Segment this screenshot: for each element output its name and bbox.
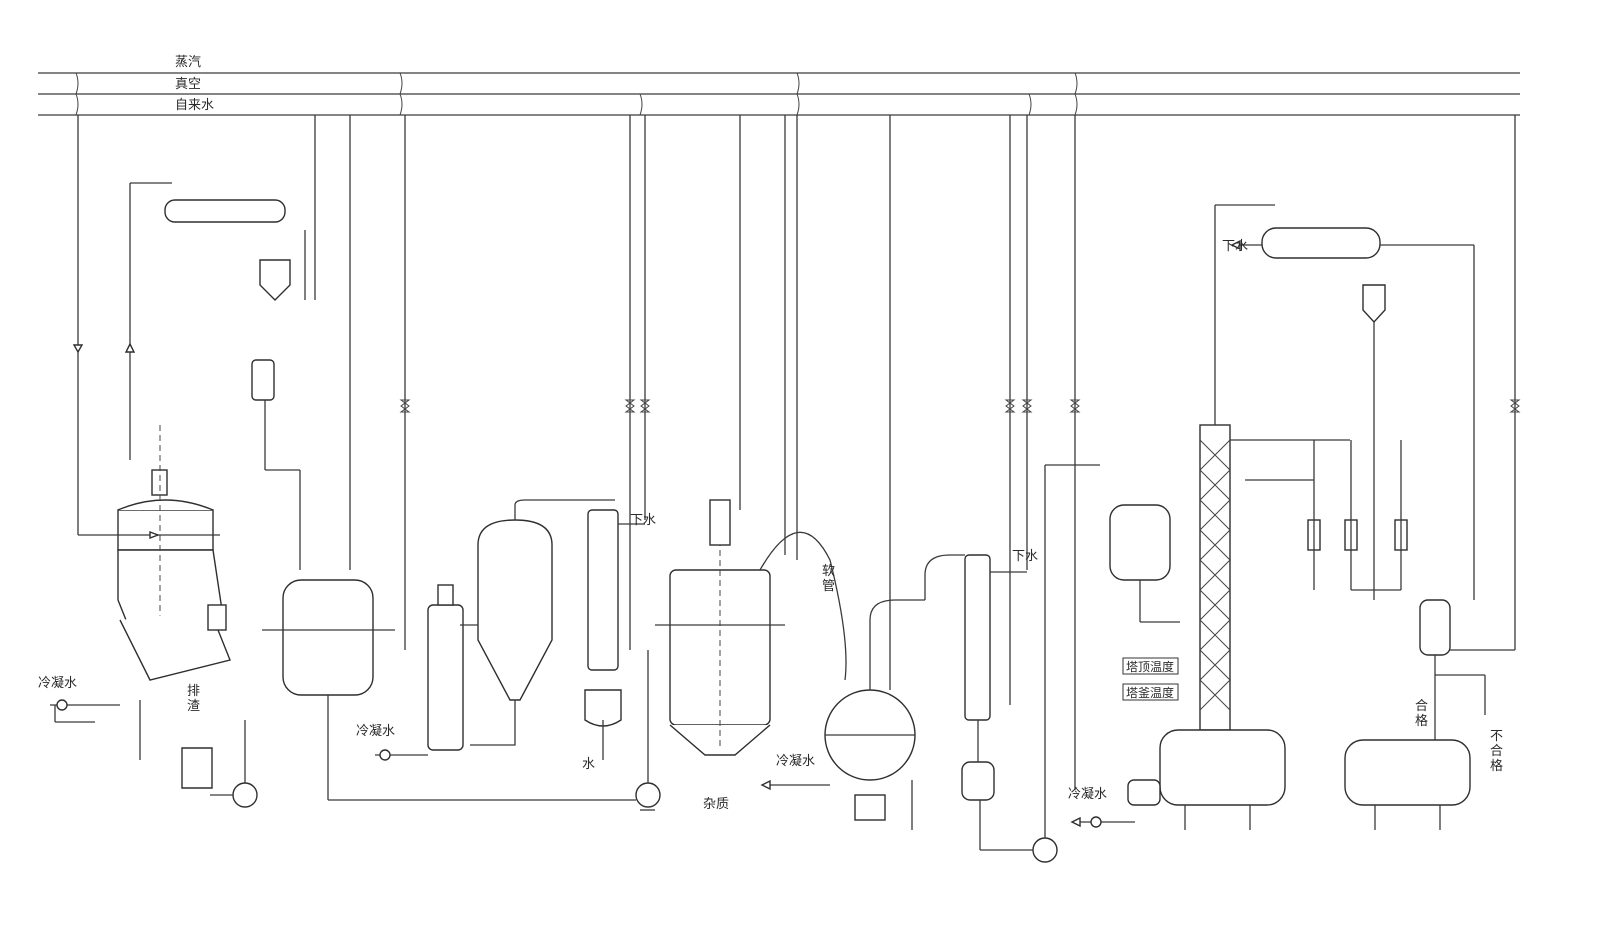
impurities-label: 杂质	[703, 797, 729, 812]
cooling-water-inlet-2	[375, 749, 428, 761]
collector-vessel	[139, 700, 213, 789]
cooling-water-outlet-4	[1070, 816, 1135, 828]
pump-1	[210, 720, 258, 808]
kettle-temp-box	[1122, 683, 1179, 701]
cooling-water-label-2: 冷凝水	[356, 723, 395, 739]
cooling-water-label-3: 冷凝水	[776, 753, 815, 769]
flowmeters	[1245, 440, 1408, 591]
qualified-label: 合格	[1415, 699, 1428, 729]
mixing-tank	[655, 499, 847, 756]
storage-tank-1	[262, 579, 445, 801]
spherical-concentrator	[824, 599, 925, 830]
steam-line-label: 蒸汽	[175, 55, 201, 70]
tower-top-temp-box	[1122, 657, 1179, 675]
cooling-water-label-4: 冷凝水	[1068, 786, 1107, 802]
drain-water-label-1: 下水	[630, 513, 656, 528]
drain-water-label-3: 下水	[1222, 239, 1248, 254]
drop-pipes	[72, 115, 1516, 790]
product-tank	[1344, 739, 1471, 830]
slag-discharge-label: 排渣	[187, 684, 200, 714]
evaporator	[460, 499, 615, 746]
drain-water-label-2: 下水	[1012, 549, 1038, 564]
top-condenser-1	[124, 182, 306, 460]
kettle-temp-label: 塔釜温度	[1126, 685, 1174, 700]
hose-label: 软管	[822, 564, 835, 594]
unqualified-label: 不合格	[1490, 729, 1503, 774]
cooling-water-label-1: 冷凝水	[38, 675, 77, 691]
condenser-column-2	[584, 509, 645, 760]
cooling-water-outlet-3	[760, 779, 830, 791]
cooling-water-inlet-1	[50, 699, 120, 723]
product-receiver	[1419, 599, 1515, 740]
pump-3	[979, 464, 1100, 863]
reboiler-kettle	[1127, 729, 1286, 830]
vacuum-line-label: 真空	[175, 77, 201, 92]
pump-2	[445, 650, 661, 811]
pipe-valves	[399, 399, 1521, 413]
rectification-column	[1199, 204, 1350, 731]
heater-column	[427, 584, 464, 751]
condenser-column-3	[924, 554, 1027, 801]
tap-water-line-label: 自来水	[175, 98, 214, 113]
utility-header-lines	[38, 72, 1520, 116]
top-condenser-2	[1230, 227, 1475, 600]
water-outlet-label: 水	[582, 757, 595, 772]
feed-tank	[1109, 504, 1180, 623]
tower-top-temp-label: 塔顶温度	[1126, 659, 1174, 674]
gas-liquid-separator-1	[251, 359, 301, 570]
extraction-tank	[78, 425, 231, 681]
